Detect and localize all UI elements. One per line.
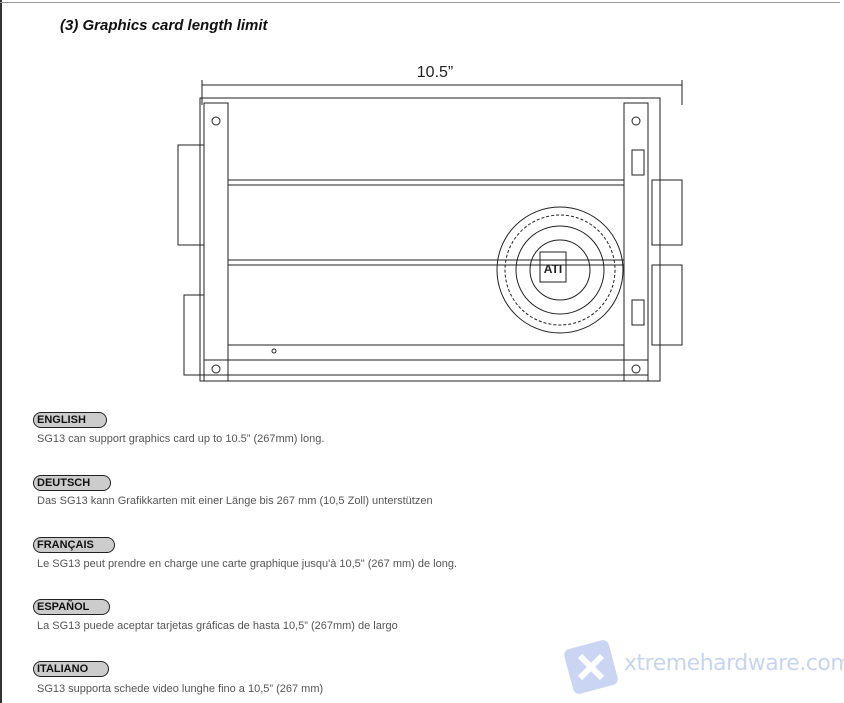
graphics-card-diagram: 10.5” ATI	[177, 64, 683, 382]
dimension-label: 10.5”	[417, 64, 453, 81]
text-english: SG13 can support graphics card up to 10.…	[37, 433, 325, 445]
section-title: (3) Graphics card length limit	[60, 17, 268, 34]
text-italiano: SG13 supporta schede video lunghe fino a…	[37, 683, 324, 695]
watermark-x-logo-icon	[564, 640, 618, 694]
text-francais: Le SG13 peut prendre en charge une carte…	[37, 558, 458, 570]
ati-logo: ATI	[544, 262, 562, 276]
lang-badge-english: ENGLISH	[33, 412, 107, 428]
watermark-text: xtremehardware.com	[624, 651, 844, 676]
lang-badge-deutsch: DEUTSCH	[33, 475, 112, 491]
page-border-top	[0, 2, 840, 3]
text-espanol: La SG13 puede aceptar tarjetas gráficas …	[37, 620, 398, 632]
lang-badge-francais: FRANÇAIS	[33, 537, 115, 553]
lang-badge-espanol: ESPAÑOL	[33, 599, 111, 615]
lang-badge-italiano: ITALIANO	[33, 661, 110, 677]
text-deutsch: Das SG13 kann Grafikkarten mit einer Län…	[37, 495, 433, 507]
page-border	[0, 0, 2, 703]
